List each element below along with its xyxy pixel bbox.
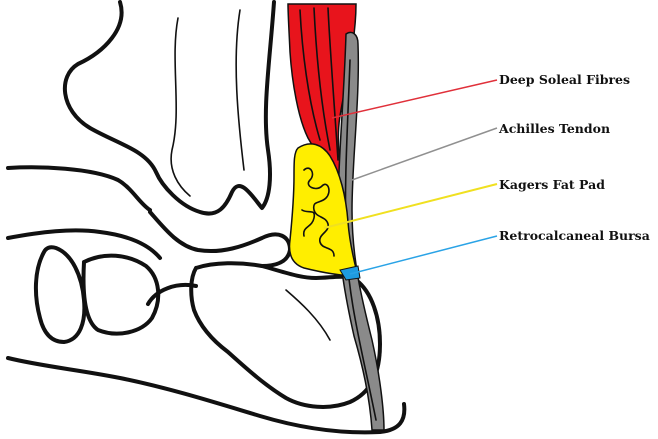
navicular-lower-outline xyxy=(148,285,196,304)
kagers-fat-pad-label: Kagers Fat Pad xyxy=(499,177,605,192)
sole-outline xyxy=(8,358,404,432)
achilles-tendon-label: Achilles Tendon xyxy=(498,121,610,136)
talus-outline xyxy=(150,212,290,266)
fibula-outline xyxy=(8,167,150,210)
cuneiform-outline xyxy=(36,247,84,342)
deep-soleal-fibres-label: Deep Soleal Fibres xyxy=(499,72,630,87)
navicular-outline xyxy=(8,230,160,258)
tibia-inner-line-2 xyxy=(236,10,244,170)
cuboid-outline xyxy=(84,256,159,334)
tibia-outline xyxy=(65,2,274,214)
retrocalcaneal-bursa-label: Retrocalcaneal Bursa xyxy=(499,228,650,243)
calcaneus-inner-line xyxy=(286,290,330,340)
achilles-tendon-leader xyxy=(352,128,497,180)
retrocalcaneal-bursa-leader xyxy=(350,236,497,274)
tibia-inner-line xyxy=(171,18,190,196)
